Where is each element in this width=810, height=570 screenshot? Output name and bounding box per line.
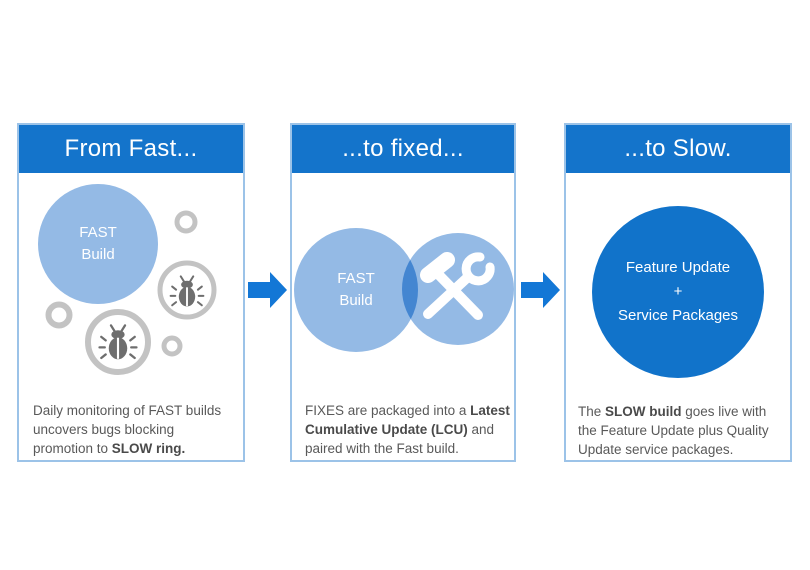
fast-build-circle bbox=[294, 228, 418, 352]
bubble-line: Build bbox=[339, 292, 373, 309]
card-to-slow-header: ...to Slow. bbox=[566, 125, 790, 173]
wrench-jaw bbox=[461, 252, 495, 286]
caption-bold-text: Latest Cumulative Update (LCU) bbox=[305, 403, 510, 437]
bug-icon bbox=[98, 324, 138, 361]
wrench-handle bbox=[423, 272, 473, 319]
bubble-ring-icon bbox=[45, 301, 73, 329]
fast-build-label: FAST Build bbox=[38, 222, 158, 266]
fast-build-label: FAST Build bbox=[296, 268, 416, 312]
card-to-slow-caption: The SLOW build goes live with the Featur… bbox=[578, 402, 782, 459]
card-to-fixed: ...to fixed... FAST Build F bbox=[290, 123, 516, 462]
card-from-fast-body: FAST Build Daily monitoring of FAST buil… bbox=[19, 173, 243, 460]
caption-text: and paired with the Fast build. bbox=[305, 422, 495, 456]
card-to-fixed-body: FAST Build FIXES are packaged into a Lat… bbox=[292, 173, 514, 460]
bubble-line: + bbox=[673, 283, 683, 300]
card-to-fixed-header: ...to fixed... bbox=[292, 125, 514, 173]
card-from-fast-header: From Fast... bbox=[19, 125, 243, 173]
fast-build-graphic bbox=[38, 184, 217, 375]
card-to-fixed-caption: FIXES are packaged into a Latest Cumulat… bbox=[305, 401, 511, 458]
bubble-line: Feature Update bbox=[625, 259, 731, 276]
bubble-line: Service Packages bbox=[617, 307, 739, 324]
arrow-right-icon bbox=[521, 272, 560, 308]
bubble-ring-icon bbox=[161, 335, 183, 357]
caption-text: The bbox=[578, 404, 606, 419]
bubble-line: FAST bbox=[79, 224, 117, 241]
caption-text: goes live with the Feature Update plus Q… bbox=[578, 404, 769, 457]
bug-bubble bbox=[85, 309, 151, 375]
fixed-build-graphic bbox=[294, 228, 514, 352]
hammer-handle bbox=[433, 269, 483, 320]
caption-bold-text: SLOW build bbox=[605, 404, 682, 419]
bubble-line: Build bbox=[81, 246, 115, 263]
hammer-head bbox=[420, 252, 455, 283]
hammer-wrench-icon bbox=[420, 252, 495, 320]
card-to-slow-body: Feature Update + Service Packages The SL… bbox=[566, 173, 790, 460]
caption-text: FIXES are packaged into a bbox=[305, 403, 471, 418]
card-from-fast-caption: Daily monitoring of FAST builds uncovers… bbox=[33, 401, 233, 458]
slow-build-label: Feature Update + Service Packages bbox=[588, 256, 768, 328]
bubble-line: FAST bbox=[337, 270, 375, 287]
caption-text: Daily monitoring of FAST builds uncovers… bbox=[33, 403, 222, 456]
caption-bold-text: SLOW ring. bbox=[111, 441, 186, 456]
bug-bubble bbox=[157, 260, 217, 320]
card-to-slow: ...to Slow. Feature Update + Service Pac… bbox=[564, 123, 792, 462]
slow-build-circle bbox=[592, 206, 764, 378]
fast-build-circle bbox=[38, 184, 158, 304]
card-from-fast: From Fast... bbox=[17, 123, 245, 462]
bubble-ring-icon bbox=[174, 210, 198, 234]
bug-icon bbox=[169, 275, 205, 308]
slow-build-graphic bbox=[592, 206, 764, 378]
arrow-right-icon bbox=[248, 272, 287, 308]
